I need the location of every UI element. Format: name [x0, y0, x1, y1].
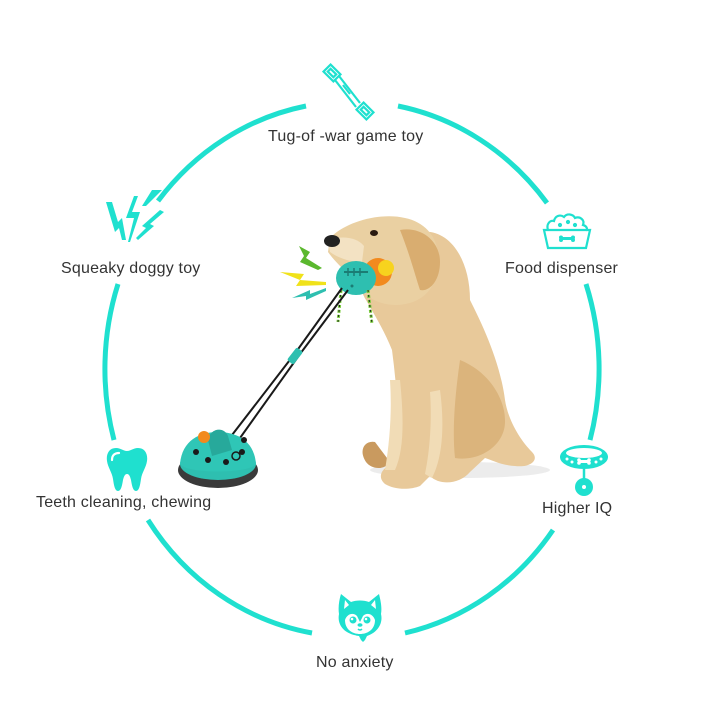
tug-ball-toy	[336, 258, 394, 325]
suction-cup-base	[178, 429, 258, 488]
feature-label-anxiety: No anxiety	[316, 654, 394, 671]
golden-retriever	[324, 216, 535, 489]
feature-label-teeth: Teeth cleaning, chewing	[36, 494, 212, 511]
rope-bone-icon	[322, 62, 376, 122]
food-bowl-icon	[542, 213, 592, 250]
feature-label-iq: Higher IQ	[542, 500, 613, 517]
feature-label-food: Food dispenser	[505, 260, 619, 277]
dog-collar-icon	[560, 445, 608, 496]
tooth-icon	[106, 448, 148, 491]
lightning-squeak-icon	[106, 190, 164, 242]
shiba-face-icon	[338, 594, 382, 642]
feature-label-tug: Tug-of -war game toy	[268, 128, 424, 145]
feature-label-squeaky: Squeaky doggy toy	[61, 260, 201, 277]
squeak-sound-lines	[280, 246, 326, 300]
cord-clip	[287, 348, 303, 364]
elastic-cords	[221, 287, 349, 453]
